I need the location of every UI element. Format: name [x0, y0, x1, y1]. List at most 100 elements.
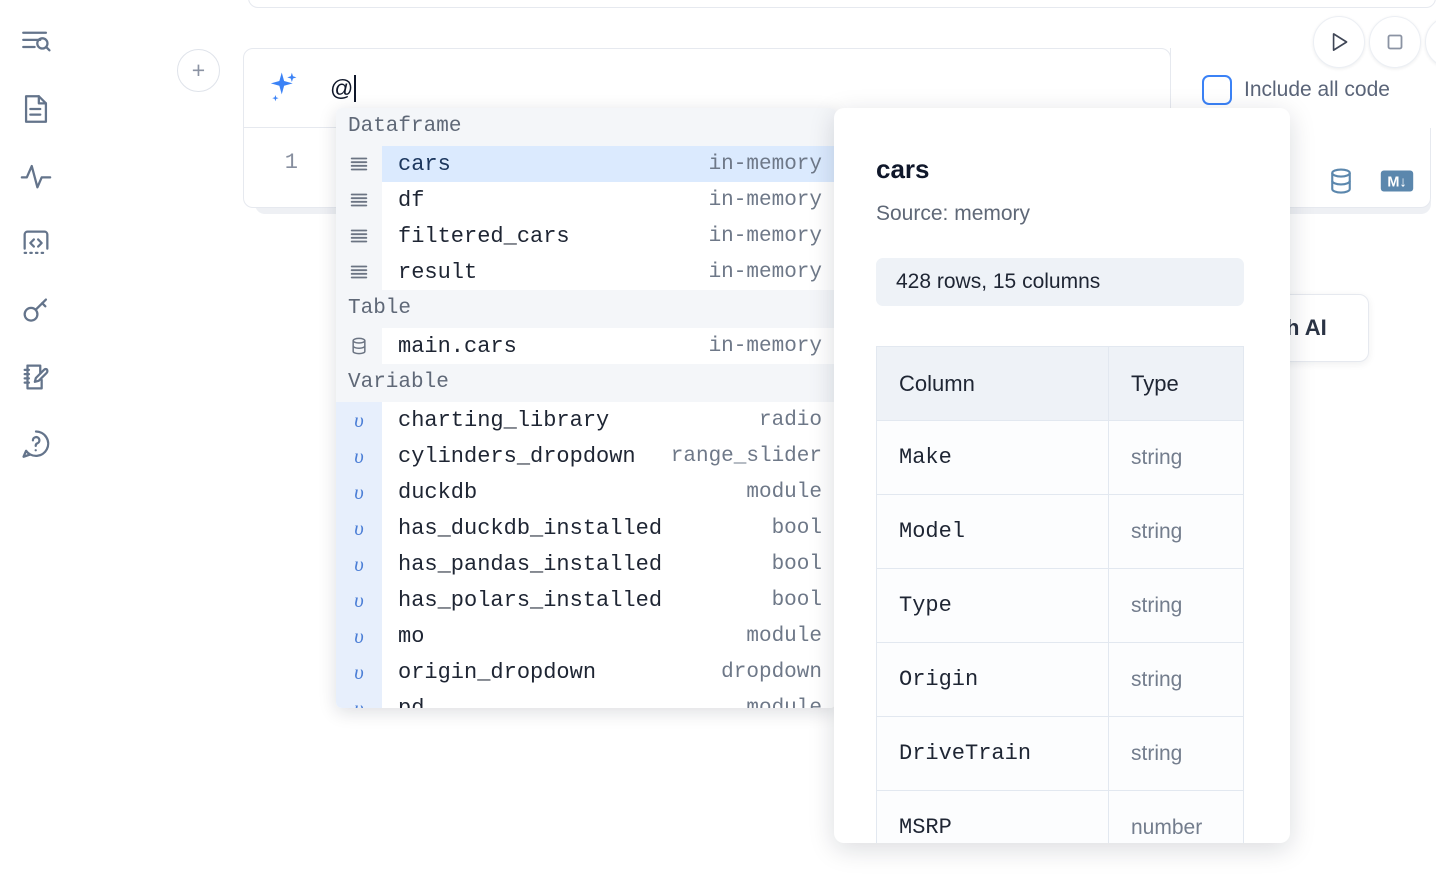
- detail-column-name: Make: [876, 420, 1109, 495]
- autocomplete-group-label: Table: [336, 290, 836, 328]
- ai-prompt-value: @: [330, 75, 354, 101]
- dataframe-icon: [336, 218, 382, 254]
- detail-column-name: DriveTrain: [876, 716, 1109, 791]
- cell-tools: M↓: [1326, 166, 1414, 196]
- run-button[interactable]: [1313, 16, 1365, 68]
- autocomplete-item-meta: in-memory: [708, 224, 822, 248]
- previous-cell-edge: [248, 0, 1436, 8]
- variable-icon: υ: [336, 582, 382, 618]
- autocomplete-item-meta: dropdown: [721, 660, 822, 684]
- dataframe-icon: [336, 182, 382, 218]
- detail-source: Source: memory: [876, 202, 1031, 225]
- autocomplete-item-meta: module: [746, 624, 822, 648]
- database-icon[interactable]: [1326, 166, 1356, 196]
- autocomplete-item-meta: bool: [771, 588, 822, 612]
- autocomplete-item-meta: radio: [758, 408, 822, 432]
- detail-column-name: Type: [876, 568, 1109, 643]
- variable-icon: υ: [336, 510, 382, 546]
- detail-column-type: string: [1108, 494, 1244, 569]
- svg-text:M↓: M↓: [1387, 174, 1406, 190]
- autocomplete-item-name: origin_dropdown: [398, 659, 597, 685]
- key-icon[interactable]: [12, 286, 60, 334]
- autocomplete-item-name: has_duckdb_installed: [398, 515, 663, 541]
- detail-title: cars: [876, 154, 930, 184]
- detail-column-type: string: [1108, 420, 1244, 495]
- autocomplete-item-name: has_pandas_installed: [398, 551, 663, 577]
- help-icon[interactable]: [12, 420, 60, 468]
- autocomplete-item[interactable]: υ cylinders_dropdown range_slider: [336, 438, 836, 474]
- autocomplete-item-name: main.cars: [398, 333, 517, 359]
- detail-column-type: string: [1108, 568, 1244, 643]
- dataframe-icon: [336, 146, 382, 182]
- autocomplete-item[interactable]: df in-memory: [336, 182, 836, 218]
- autocomplete-item[interactable]: υ charting_library radio: [336, 402, 836, 438]
- variable-icon: υ: [336, 690, 382, 708]
- autocomplete-item-meta: in-memory: [708, 334, 822, 358]
- autocomplete-item[interactable]: result in-memory: [336, 254, 836, 290]
- detail-shape-badge: 428 rows, 15 columns: [876, 258, 1244, 306]
- detail-column-type: number: [1108, 790, 1244, 843]
- autocomplete-item-meta: bool: [771, 516, 822, 540]
- autocomplete-item[interactable]: υ origin_dropdown dropdown: [336, 654, 836, 690]
- variable-icon: υ: [336, 402, 382, 438]
- autocomplete-item[interactable]: υ has_pandas_installed bool: [336, 546, 836, 582]
- include-all-code-label: Include all code: [1244, 78, 1390, 101]
- add-cell-above-button[interactable]: +: [177, 49, 220, 92]
- autocomplete-item-name: has_polars_installed: [398, 587, 663, 613]
- detail-popover: cars Source: memory 428 rows, 15 columns…: [834, 108, 1290, 843]
- autocomplete-item-meta: in-memory: [708, 260, 822, 284]
- autocomplete-item-name: result: [398, 259, 478, 285]
- autocomplete-item[interactable]: main.cars in-memory: [336, 328, 836, 364]
- autocomplete-item-meta: in-memory: [708, 152, 822, 176]
- variable-icon: υ: [336, 618, 382, 654]
- detail-column-name: Model: [876, 494, 1109, 569]
- autocomplete-item[interactable]: υ has_duckdb_installed bool: [336, 510, 836, 546]
- ai-prompt-input[interactable]: @: [330, 68, 830, 108]
- stop-button[interactable]: [1369, 16, 1421, 68]
- sparkle-icon: [263, 68, 303, 108]
- autocomplete-item-name: cylinders_dropdown: [398, 443, 636, 469]
- code-icon[interactable]: [12, 219, 60, 267]
- detail-column-name: Origin: [876, 642, 1109, 717]
- autocomplete-item-name: charting_library: [398, 407, 610, 433]
- more-options-button[interactable]: [1425, 16, 1436, 68]
- activity-icon[interactable]: [12, 152, 60, 200]
- variable-icon: υ: [336, 438, 382, 474]
- checkbox-box[interactable]: [1202, 75, 1232, 105]
- explore-icon[interactable]: [12, 18, 60, 66]
- generate-with-ai-label: h AI: [1286, 315, 1327, 340]
- autocomplete-item-meta: in-memory: [708, 188, 822, 212]
- autocomplete-item-name: df: [398, 187, 425, 213]
- variable-icon: υ: [336, 546, 382, 582]
- text-caret: [354, 75, 357, 102]
- autocomplete-group-label: Variable: [336, 364, 836, 402]
- database-icon: [336, 328, 382, 364]
- markdown-icon[interactable]: M↓: [1380, 168, 1414, 194]
- detail-column-name: MSRP: [876, 790, 1109, 843]
- autocomplete-item-meta: range_slider: [670, 444, 822, 468]
- include-all-code-checkbox[interactable]: Include all code: [1202, 74, 1390, 106]
- scratchpad-icon[interactable]: [12, 353, 60, 401]
- variable-icon: υ: [336, 474, 382, 510]
- autocomplete-item[interactable]: υ has_polars_installed bool: [336, 582, 836, 618]
- autocomplete-item-meta: module: [746, 696, 822, 709]
- autocomplete-item-name: mo: [398, 623, 425, 649]
- sidebar-rail: [0, 0, 72, 874]
- autocomplete-item-name: duckdb: [398, 479, 478, 505]
- variable-icon: υ: [336, 654, 382, 690]
- file-icon[interactable]: [12, 85, 60, 133]
- autocomplete-item-meta: bool: [771, 552, 822, 576]
